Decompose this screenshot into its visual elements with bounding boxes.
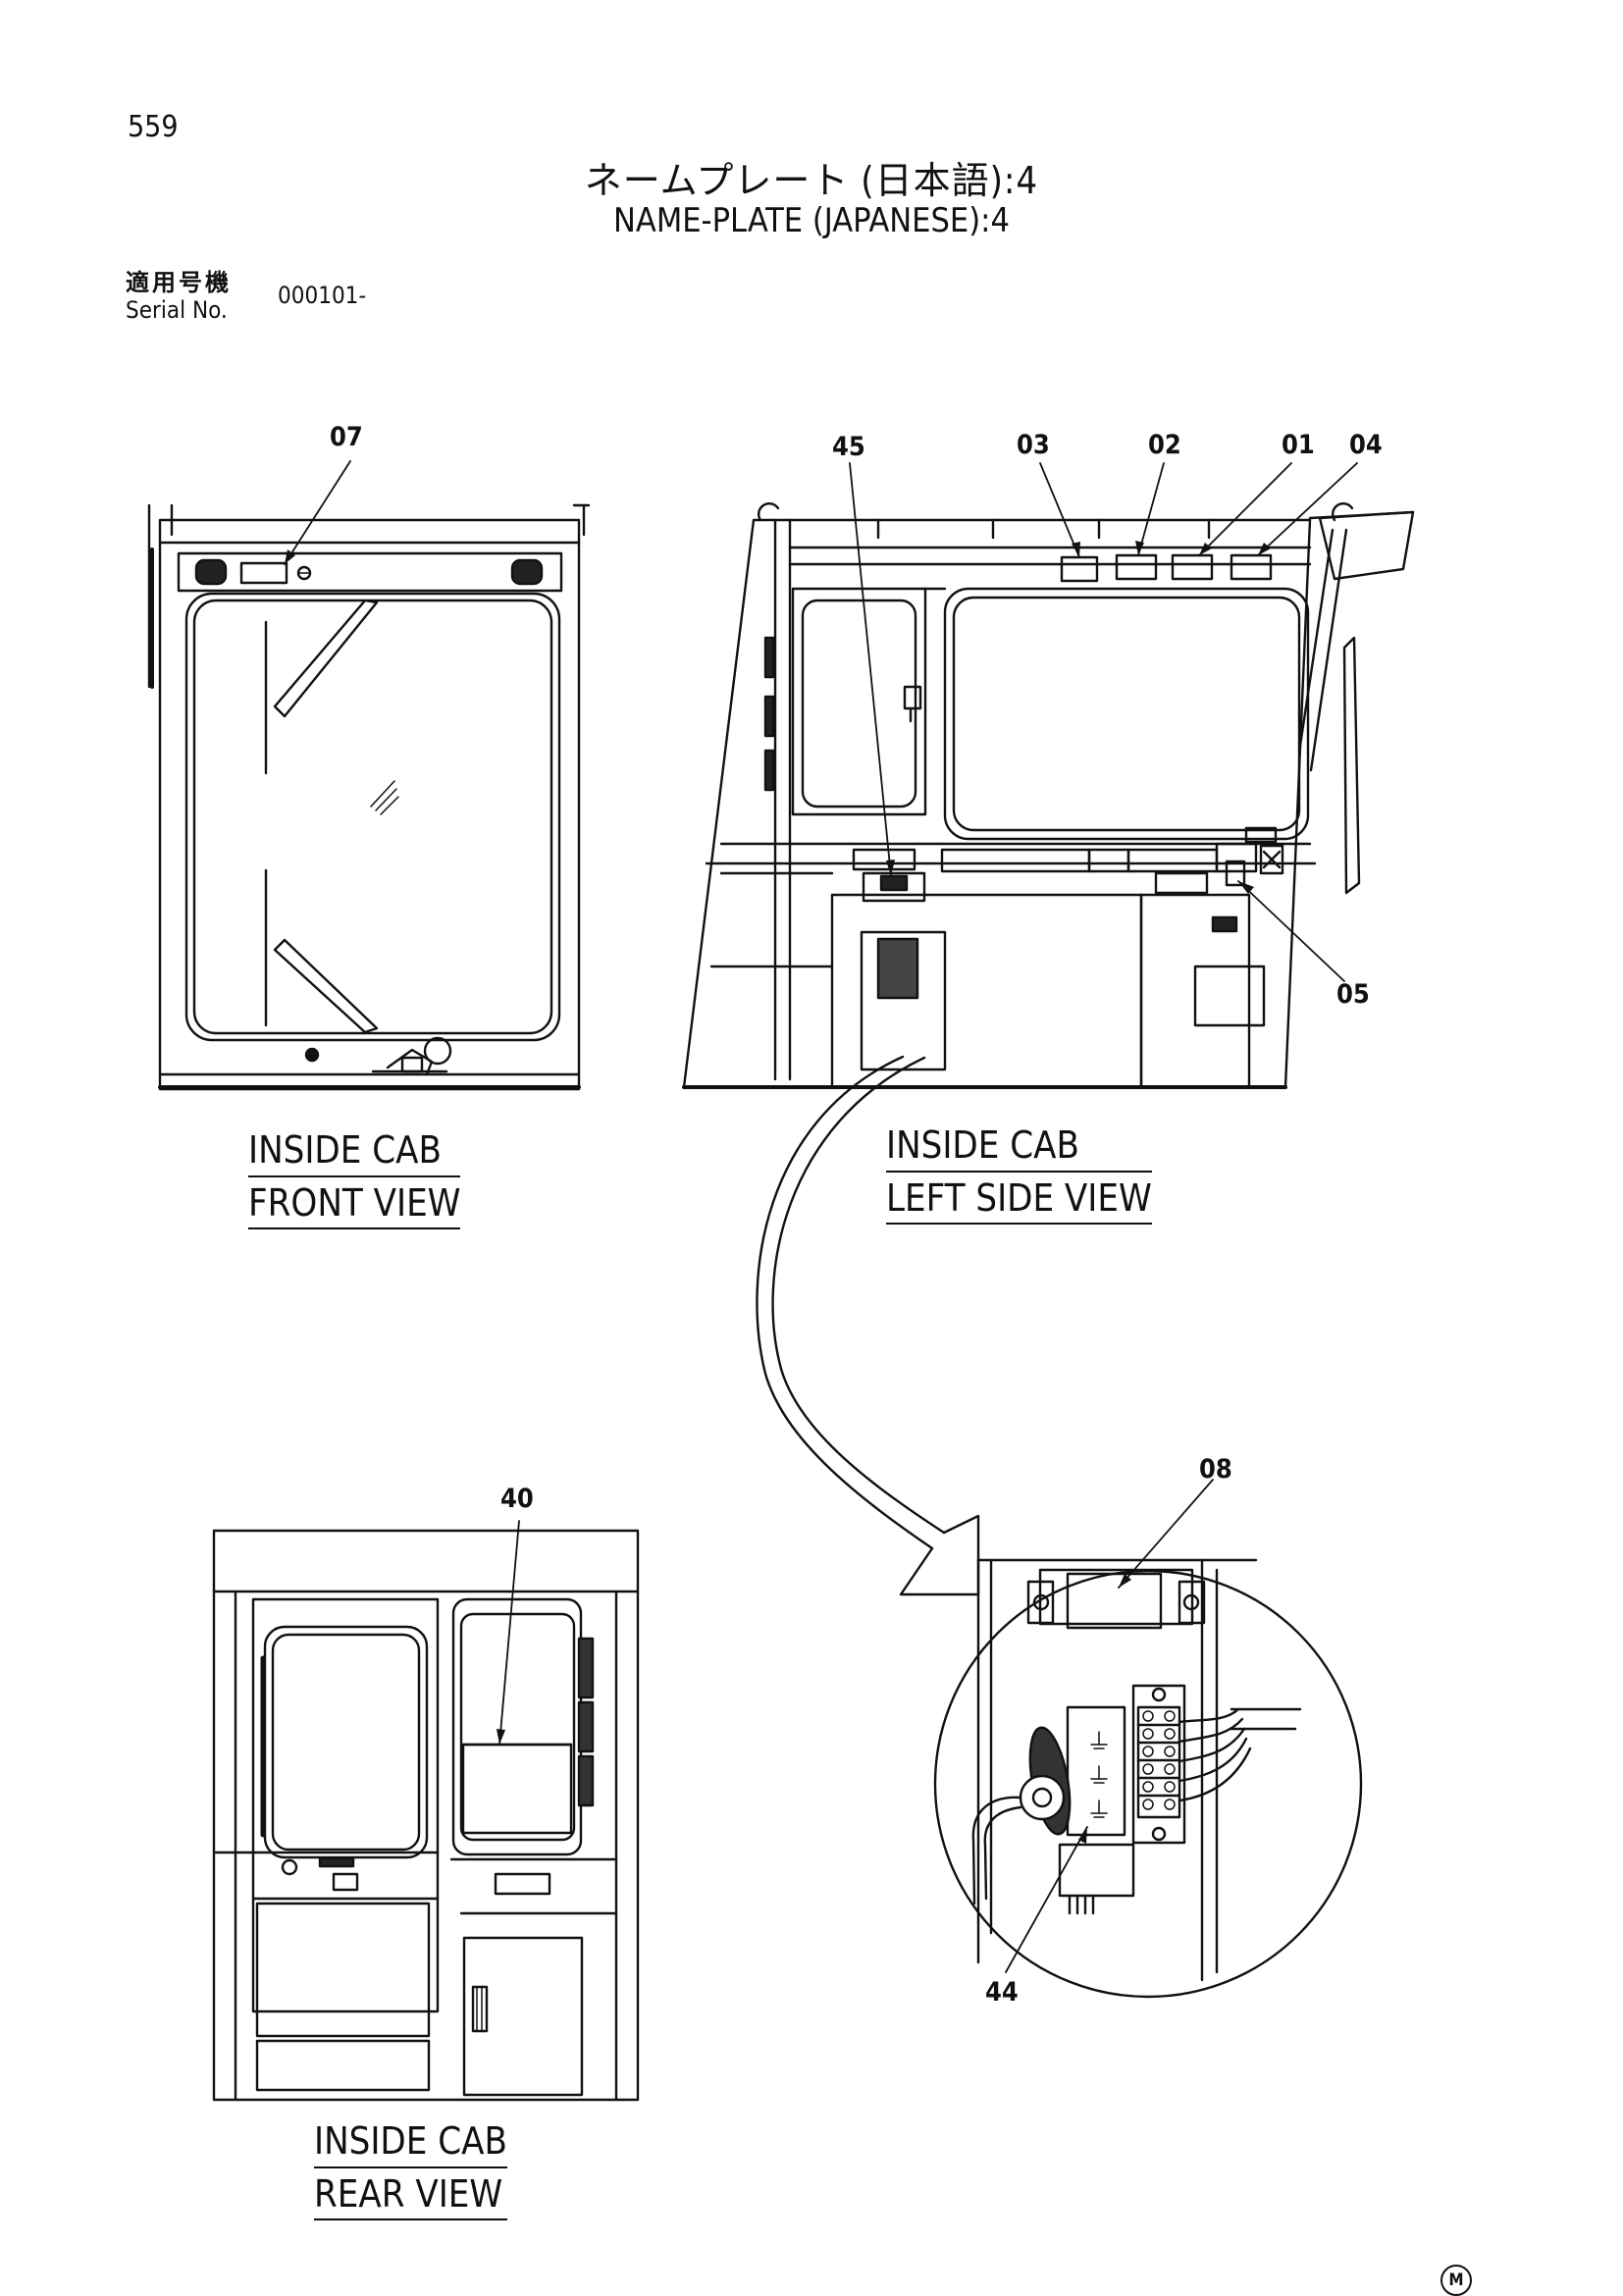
callout-08: 08 — [1199, 1454, 1232, 1485]
left-view-caption: INSIDE CAB LEFT SIDE VIEW — [886, 1123, 1152, 1228]
inside-cab-front-view-drawing — [149, 505, 589, 1089]
callout-07: 07 — [330, 422, 363, 452]
page-title-english: NAME-PLATE (JAPANESE):4 — [613, 201, 1010, 240]
front-view-caption: INSIDE CAB FRONT VIEW — [248, 1128, 461, 1233]
callout-05: 05 — [1336, 979, 1370, 1010]
callout-02: 02 — [1148, 430, 1181, 460]
leader-lines — [285, 461, 1357, 1972]
front-view-caption-line1: INSIDE CAB — [248, 1128, 461, 1177]
callout-03: 03 — [1017, 430, 1050, 460]
serial-label-japanese: 適用号機 — [126, 269, 232, 296]
serial-number-value: 000101- — [278, 282, 367, 309]
page-number: 559 — [128, 110, 179, 144]
callout-01: 01 — [1282, 430, 1315, 460]
detail-arrow — [757, 1057, 978, 1594]
callout-45: 45 — [832, 432, 865, 462]
rear-view-caption-line2: REAR VIEW — [314, 2172, 507, 2221]
rear-view-caption-line1: INSIDE CAB — [314, 2119, 507, 2168]
left-view-caption-line2: LEFT SIDE VIEW — [886, 1176, 1152, 1226]
rear-view-caption: INSIDE CAB REAR VIEW — [314, 2119, 507, 2224]
terminal-detail-drawing — [935, 1560, 1361, 1997]
corner-mark: M — [1440, 2265, 1472, 2296]
leader-arrowheads — [285, 541, 1271, 1844]
serial-label-english: Serial No. — [126, 296, 228, 324]
left-view-caption-line1: INSIDE CAB — [886, 1123, 1152, 1173]
page-title-japanese: ネームプレート (日本語):4 — [584, 159, 1039, 202]
inside-cab-left-side-view-drawing — [684, 503, 1413, 1087]
inside-cab-rear-view-drawing — [214, 1531, 638, 2100]
callout-04: 04 — [1349, 430, 1383, 460]
callout-40: 40 — [500, 1484, 534, 1514]
front-view-caption-line2: FRONT VIEW — [248, 1181, 461, 1230]
callout-44: 44 — [985, 1977, 1019, 2008]
